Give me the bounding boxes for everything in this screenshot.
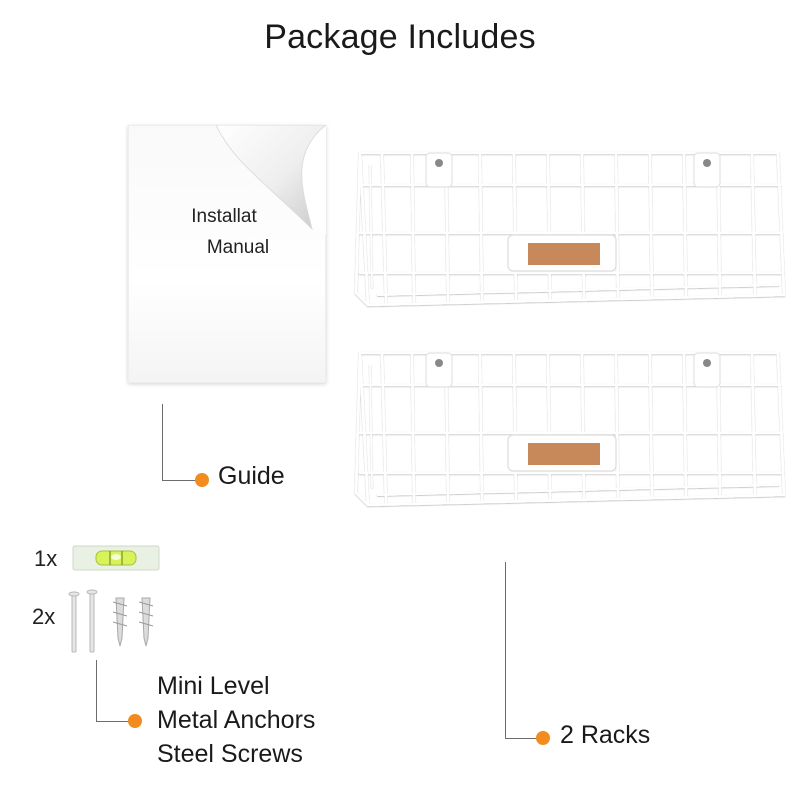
racks-dot — [536, 731, 550, 745]
screws-anchors-icon — [68, 589, 154, 653]
guide-label: Guide — [218, 462, 285, 490]
page-title: Package Includes — [264, 18, 536, 56]
mini-level-label: Mini Level — [157, 672, 270, 700]
racks-connector-vertical — [505, 562, 506, 739]
screws-quantity: 2x — [32, 604, 56, 629]
installation-manual: Installat Manual — [128, 125, 326, 383]
racks-connector-horizontal — [505, 738, 539, 739]
hardware-connector-vertical — [96, 660, 97, 722]
hardware-labels: Mini Level Metal Anchors Steel Screws — [157, 669, 315, 771]
mini-level-icon — [72, 545, 160, 571]
guide-connector-horizontal — [162, 480, 200, 481]
hardware-dot — [128, 714, 142, 728]
steel-screws-label: Steel Screws — [157, 740, 303, 768]
manual-text-line2: Manual — [206, 237, 270, 258]
page-curl-icon — [216, 125, 326, 235]
guide-dot — [195, 473, 209, 487]
manual-text-line1: Installat — [191, 206, 257, 227]
hanging-tab — [425, 152, 721, 188]
hardware-connector-horizontal — [96, 721, 132, 722]
level-quantity: 1x — [34, 546, 58, 571]
guide-connector-vertical — [162, 404, 163, 481]
metal-anchors-label: Metal Anchors — [157, 706, 316, 734]
wire-baskets-illustration — [354, 151, 786, 507]
racks-label: 2 Racks — [560, 721, 651, 749]
manual-text: Installat Manual — [158, 201, 318, 263]
